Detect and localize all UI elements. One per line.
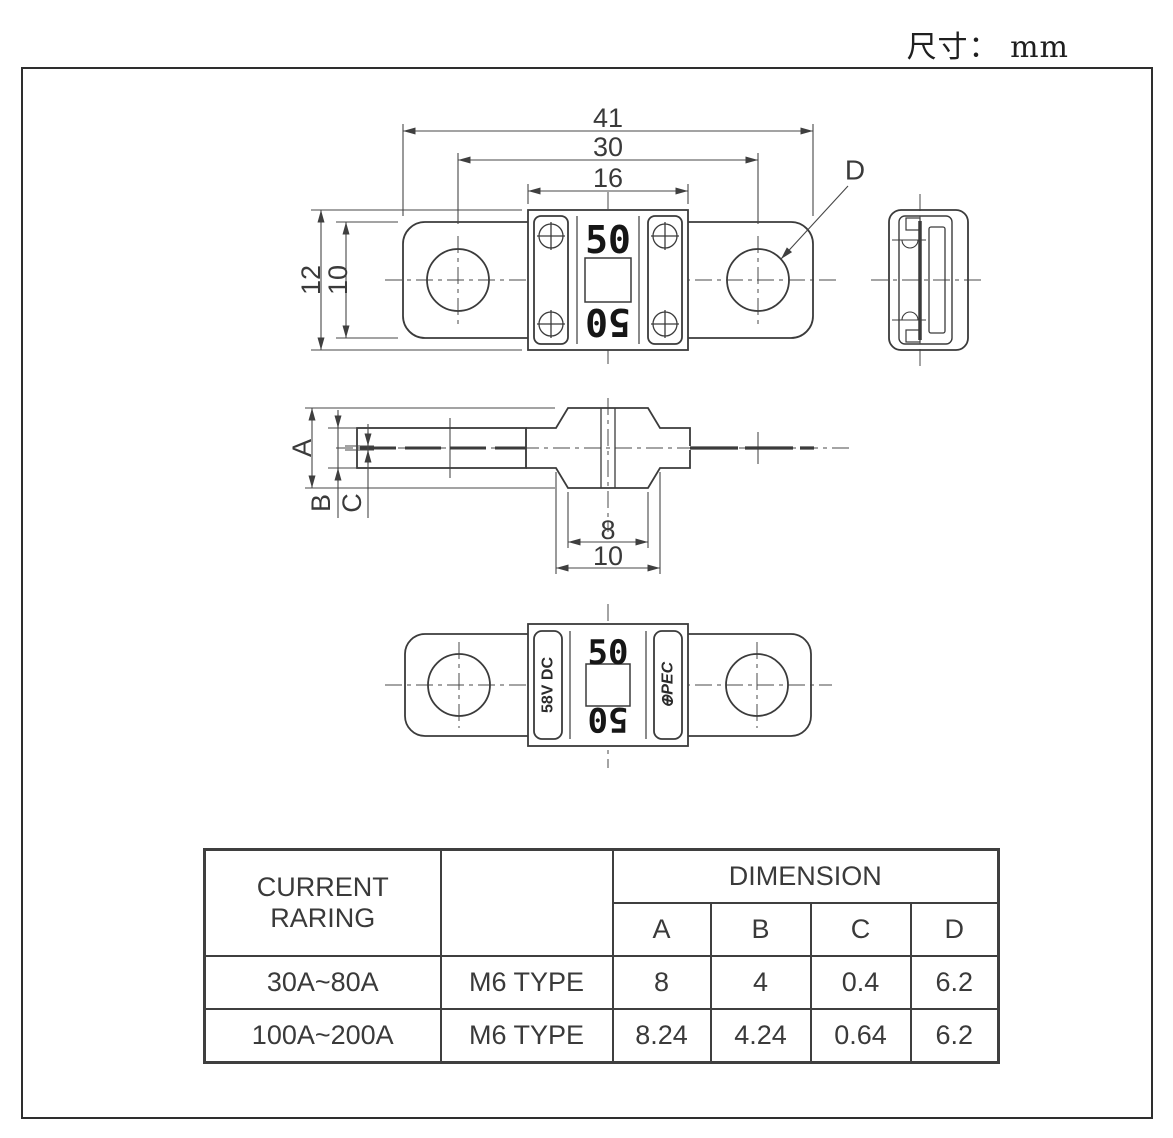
- top-view-outline: [402, 209, 814, 351]
- rating-mark: 50: [588, 633, 629, 673]
- top-view-dimension-lines: [311, 124, 849, 351]
- side-view: A B C 8 10: [287, 398, 852, 574]
- table-row: 100A~200A M6 TYPE 8.24 4.24 0.64 6.2: [203, 1008, 1000, 1064]
- current-range-cell: 30A~80A: [203, 955, 442, 1010]
- type-cell: M6 TYPE: [439, 1008, 614, 1064]
- current-rating-header-cell: CURRENT RARING: [203, 848, 442, 957]
- hole-diameter-leader: [780, 185, 849, 260]
- voltage-band: [533, 630, 563, 740]
- rating-mark-inverted: 50: [585, 300, 631, 344]
- value-a-cell: 8.24: [611, 1008, 712, 1064]
- inspection-window: [584, 257, 632, 303]
- subheader-a: A: [611, 902, 712, 957]
- current-rating-header-line1: CURRENT: [256, 871, 389, 902]
- subheader-c: C: [809, 902, 912, 957]
- table-header-row: CURRENT RARING DIMENSION: [203, 848, 1000, 957]
- left-mounting-hole: [427, 653, 491, 717]
- dim-label-d: D: [845, 155, 865, 186]
- table-subheader-row: A B C D: [205, 902, 1000, 957]
- right-clamp-band: [647, 215, 683, 345]
- type-cell: M6 TYPE: [439, 955, 614, 1010]
- dim-label-8: 8: [600, 515, 615, 545]
- left-clamp-band: [533, 215, 569, 345]
- brand-band: [653, 630, 683, 740]
- right-mounting-hole: [725, 653, 789, 717]
- retaining-clip: [905, 329, 921, 343]
- right-mounting-hole: [726, 248, 790, 312]
- dim-label-c: C: [337, 493, 367, 513]
- side-view-centerlines: [336, 398, 852, 532]
- bottom-view: 50 50 58V DC ⊕PEC: [385, 604, 832, 768]
- dim-label-16: 16: [593, 163, 623, 193]
- current-range-cell: 100A~200A: [203, 1008, 442, 1064]
- fuse-body-top: [527, 209, 689, 351]
- table-row: 30A~80A M6 TYPE 8 4 0.4 6.2: [203, 955, 1000, 1010]
- top-view: 50 50 41 30 16 12 10 D: [296, 103, 865, 368]
- end-view-outline: [888, 209, 969, 351]
- dim-label-a: A: [287, 439, 317, 457]
- fuse-hub-profile: [526, 407, 691, 489]
- brand-logo: ⊕PEC: [660, 661, 677, 708]
- dim-label-12: 12: [296, 265, 326, 295]
- bottom-view-outline: [404, 623, 812, 747]
- unit-note: 尺寸： mm: [906, 30, 1069, 65]
- dim-label-b: B: [306, 494, 336, 512]
- value-a-cell: 8: [611, 955, 712, 1010]
- dim-label-10-side: 10: [593, 541, 623, 571]
- inspection-window: [585, 663, 631, 707]
- retaining-clip: [905, 217, 921, 231]
- dim-label-10: 10: [323, 265, 353, 295]
- drawing-frame-border: [21, 67, 1153, 1119]
- left-mounting-hole: [426, 248, 490, 312]
- value-c-cell: 0.64: [809, 1008, 912, 1064]
- value-b-cell: 4.24: [709, 1008, 812, 1064]
- rating-mark-inverted: 50: [588, 699, 629, 739]
- value-d-cell: 6.2: [909, 1008, 1000, 1064]
- dimension-table: CURRENT RARING DIMENSION A B C D 30A~80A…: [203, 848, 1001, 1064]
- type-header-empty-cell: [439, 848, 614, 957]
- subheader-b: B: [709, 902, 812, 957]
- value-d-cell: 6.2: [909, 955, 1000, 1010]
- end-view: [871, 194, 986, 366]
- rating-mark: 50: [585, 218, 631, 262]
- value-b-cell: 4: [709, 955, 812, 1010]
- clamp-screws: [537, 222, 679, 338]
- value-c-cell: 0.4: [809, 955, 912, 1010]
- current-rating-header-line2: RARING: [270, 903, 376, 933]
- dimension-header-cell: DIMENSION: [611, 848, 1000, 904]
- fuse-body-bottom: [527, 623, 689, 747]
- voltage-mark: 58V DC: [540, 657, 557, 713]
- side-view-dimension-lines: [305, 407, 661, 574]
- subheader-d: D: [909, 902, 1000, 957]
- side-view-outline: [356, 407, 814, 489]
- dim-label-41: 41: [593, 103, 623, 133]
- dim-label-30: 30: [593, 132, 623, 162]
